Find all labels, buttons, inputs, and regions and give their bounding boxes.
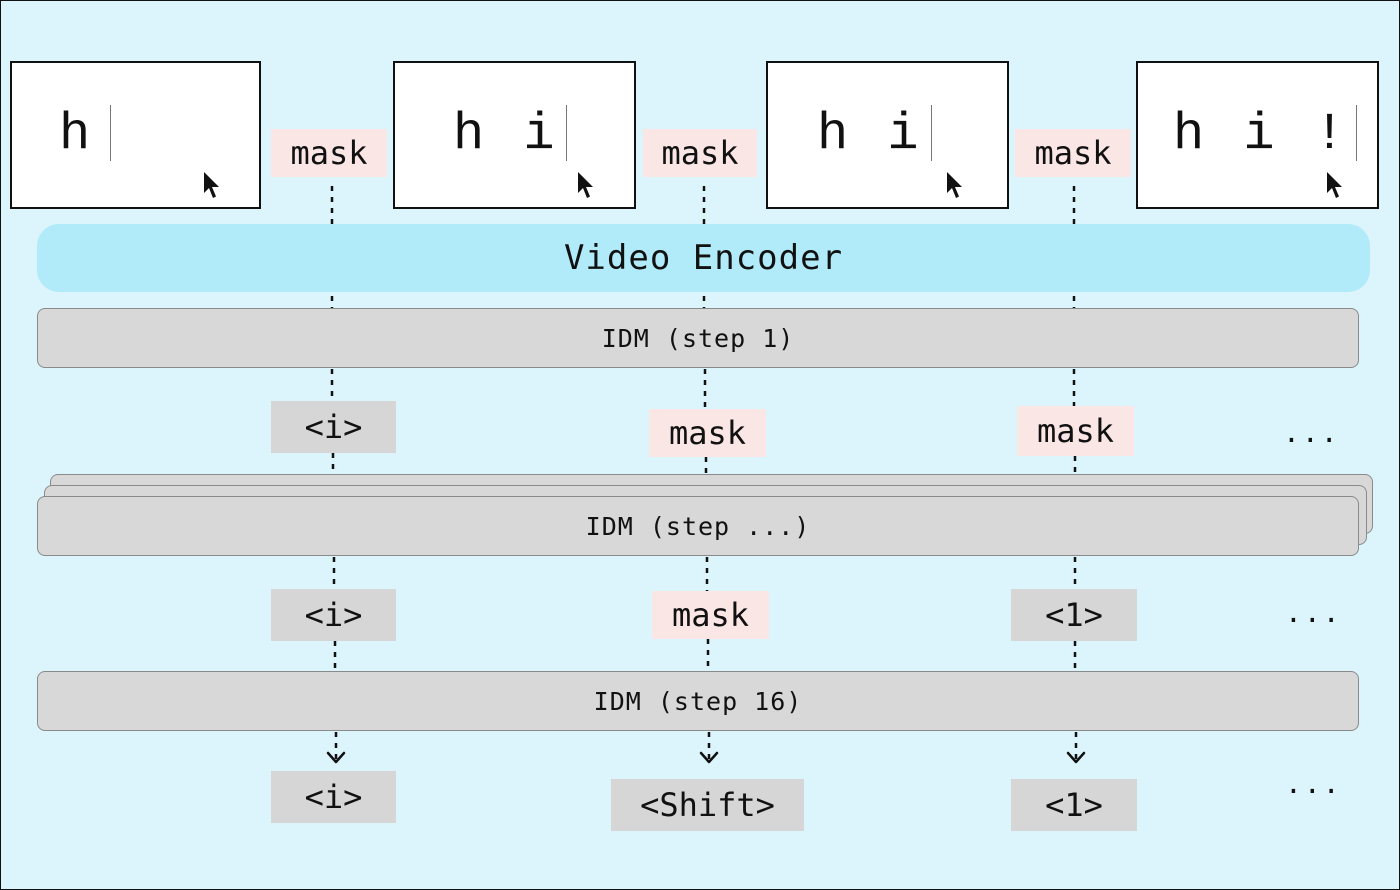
typed-text: h i ! [1173,105,1350,164]
key-token: <1> [1011,779,1137,831]
typed-text: h [59,105,95,164]
typed-text: h i [453,105,559,164]
screen-frame-3: h i [766,61,1009,209]
mask-token: mask [643,129,757,177]
key-token: <1> [1011,589,1137,641]
mask-token: mask [649,409,766,457]
mask-token: mask [1015,129,1131,177]
key-token: <Shift> [611,779,804,831]
mouse-pointer-icon [1327,172,1342,198]
text-caret [110,105,111,161]
mouse-pointer-icon [947,172,962,198]
ellipsis: ... [1283,416,1340,449]
typed-text: h i [817,105,923,164]
idm-step-block: IDM (step 16) [37,671,1359,731]
ellipsis: ... [1285,596,1342,629]
text-caret [1356,105,1357,161]
mouse-pointer-icon [204,172,219,198]
text-caret [931,105,932,161]
key-token: <i> [271,771,396,823]
idm-step-block: IDM (step 1) [37,308,1359,368]
arrow-down-icon [1066,751,1086,764]
key-token: <i> [271,589,396,641]
arrow-down-icon [699,751,719,764]
mask-token: mask [1017,406,1134,456]
screen-frame-4: h i ! [1136,61,1379,209]
screen-frame-1: h [10,61,261,209]
idm-step-block: IDM (step ...) [37,496,1359,556]
arrow-down-icon [326,751,346,764]
mouse-pointer-icon [578,172,593,198]
key-token: <i> [271,401,396,453]
video-encoder-block: Video Encoder [37,224,1370,292]
screen-frame-2: h i [393,61,636,209]
ellipsis: ... [1285,767,1342,800]
mask-token: mask [652,591,769,639]
mask-token: mask [271,129,387,177]
text-caret [566,105,567,161]
